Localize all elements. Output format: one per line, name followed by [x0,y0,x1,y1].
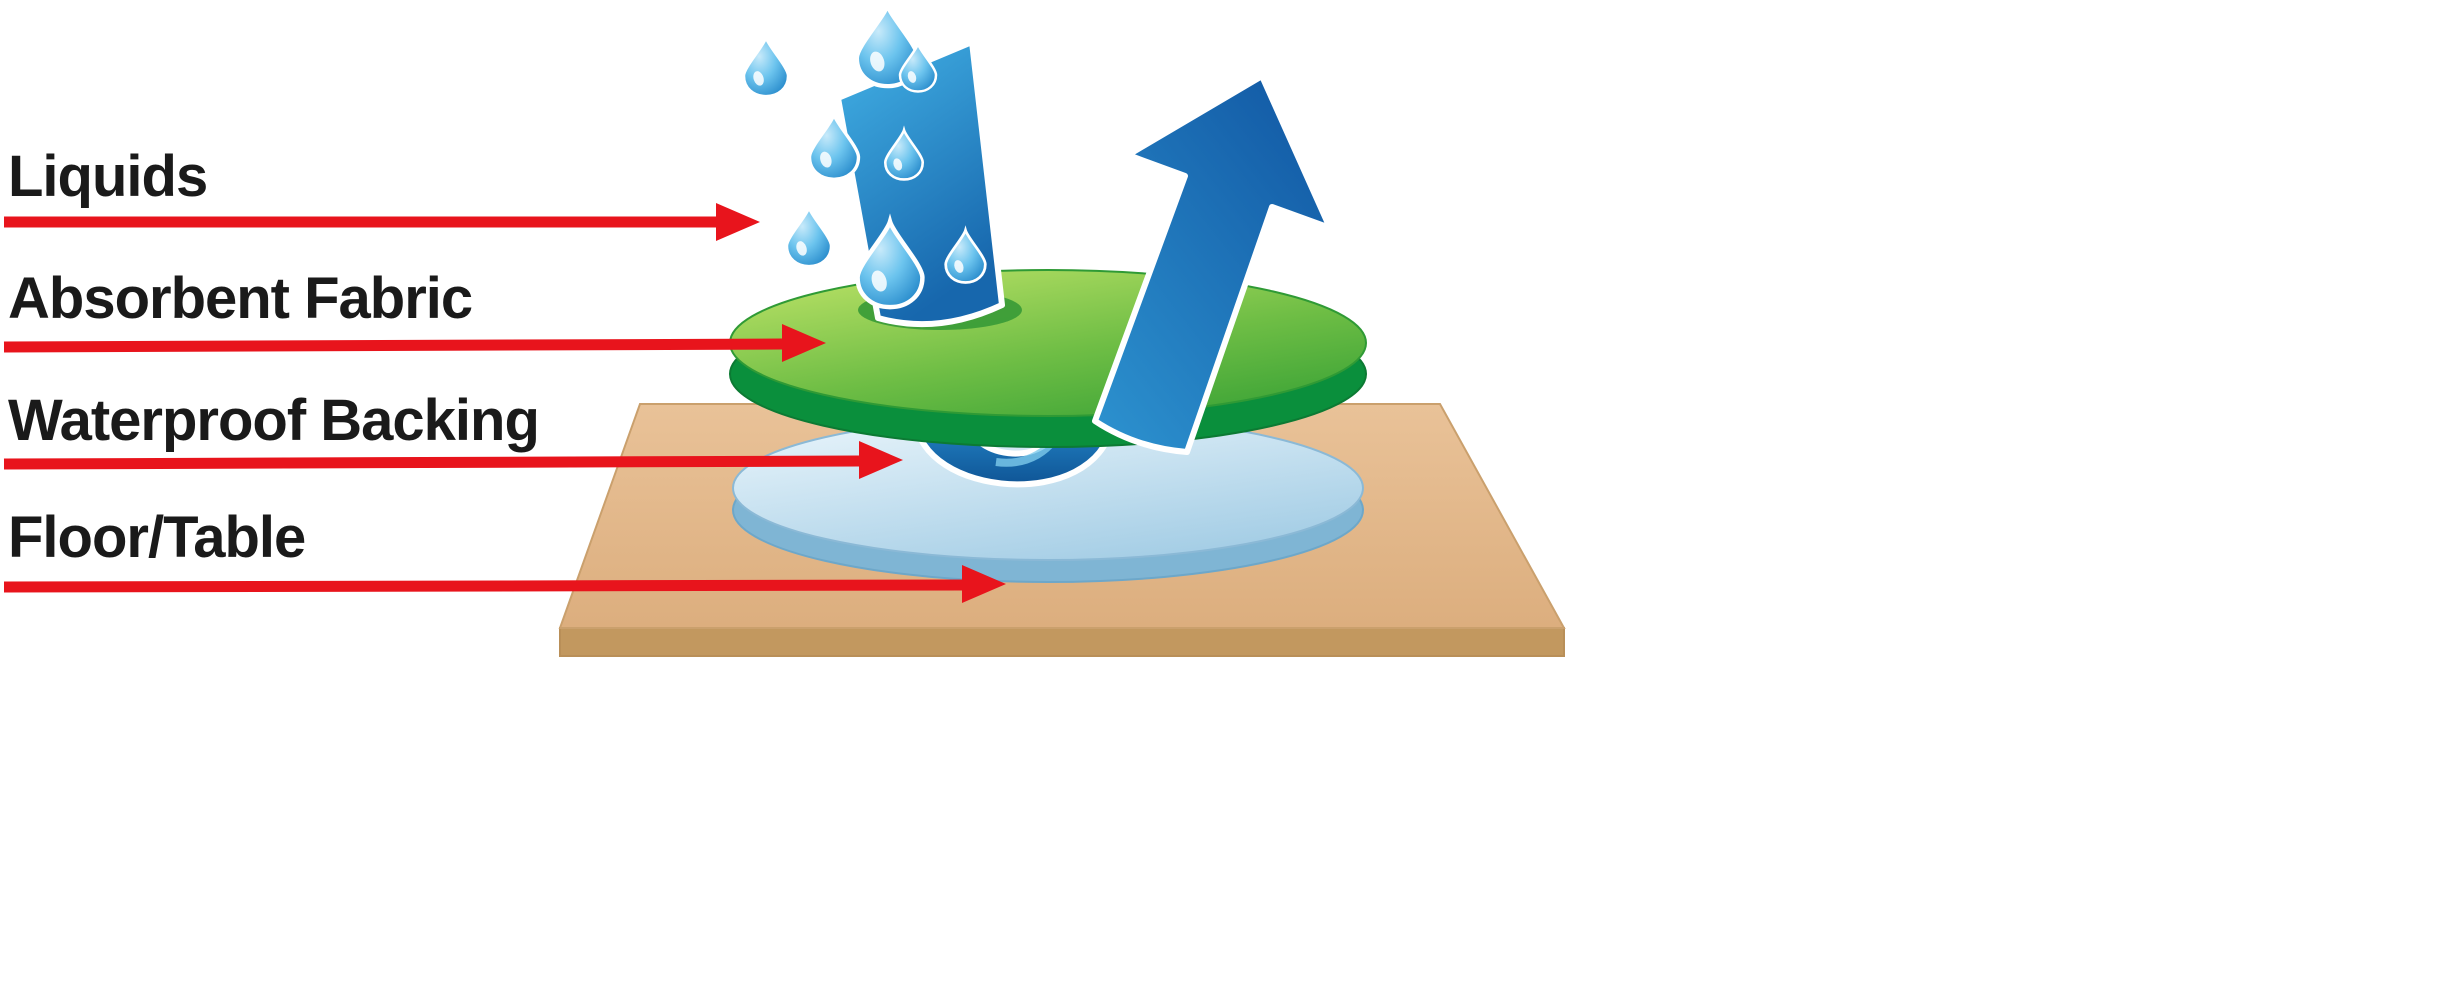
liquids-label: Liquids [8,144,207,209]
water-drop-icon [742,35,790,98]
absorbent-fabric-disc [729,269,1367,448]
floor-table-label: Floor/Table [8,505,305,570]
up-arrow-shape [1092,73,1333,455]
floor-table-arrow-head [962,565,1006,603]
label-arrows [3,203,1006,603]
floor-table-arrow-line [3,579,963,593]
floor-slab-front-edge [559,627,1565,657]
waterproof-backing-arrow-head [859,441,903,479]
waterproof-backing-label: Waterproof Backing [8,388,539,453]
waterproof-backing-pointer-arrow [3,441,903,479]
absorbent-fabric-pointer-arrow [3,324,826,362]
waterproof-backing-disc [732,415,1364,583]
absorbent-fabric-label: Absorbent Fabric [8,266,472,331]
liquid-up-arrow [1092,73,1333,455]
absorbent-fabric-arrow-line [3,338,783,353]
liquids-arrow-head [716,203,760,241]
floor-table-pointer-arrow [3,565,1006,603]
liquids-pointer-arrow [4,203,760,241]
water-drop-icon [785,205,833,268]
absorbent-fabric-arrow-head [782,324,826,362]
layer-labels: Liquids Absorbent Fabric Waterproof Back… [8,144,540,570]
waterproof-backing-arrow-line [3,455,860,470]
